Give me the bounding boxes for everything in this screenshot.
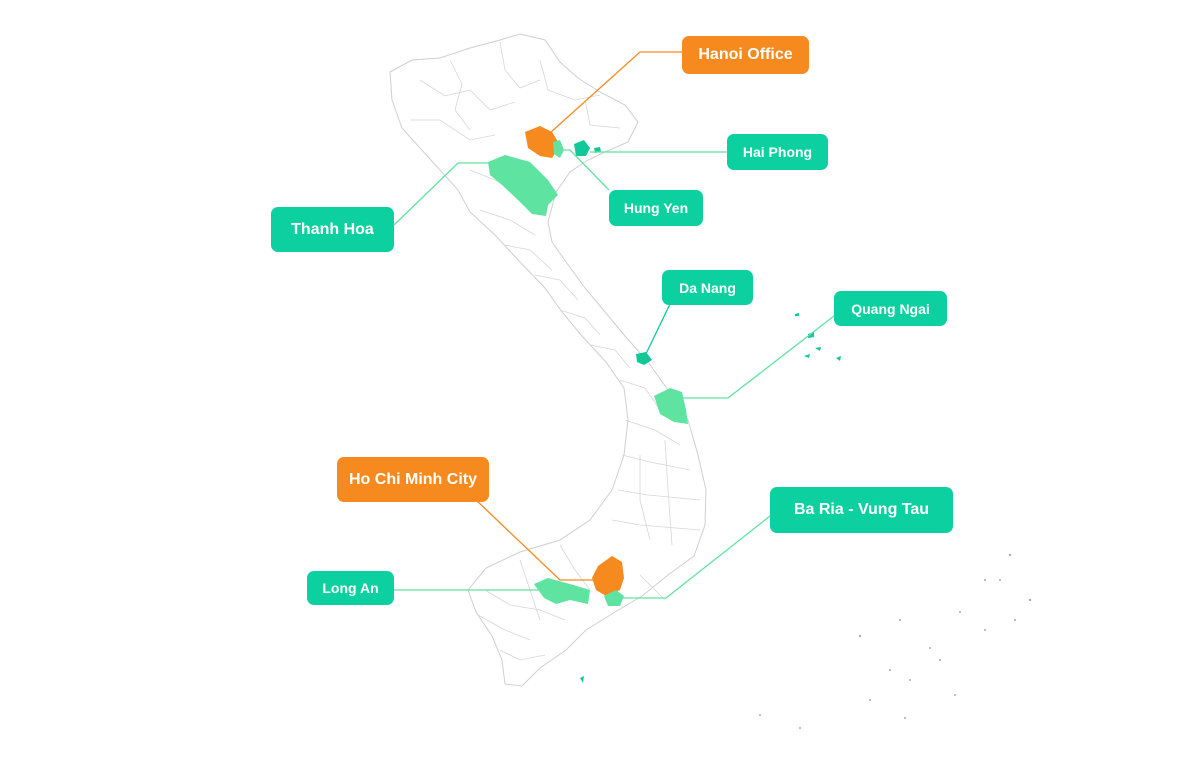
connector-ba-ria-vung-tau [612,515,771,599]
region-hanoi [525,126,560,158]
office-label-hanoi[interactable]: Hanoi Office [682,36,809,74]
region-label-hung-yen-text: Hung Yen [623,200,689,216]
region-phu-quoc [580,676,584,683]
connector-hcmc [475,499,598,581]
connector-hanoi [539,51,682,143]
region-label-da-nang-text: Da Nang [679,279,736,296]
region-label-long-an[interactable]: Long An [307,571,394,605]
region-label-long-an-text: Long An [322,580,379,596]
region-label-ba-ria-vung-tau-text: Ba Ria - Vung Tau [793,501,930,518]
region-da-nang [636,352,652,365]
region-long-an [534,578,590,604]
connector-thanh-hoa [393,162,500,226]
quang-ngai-islands [795,313,841,361]
region-hai-phong [574,140,590,156]
region-quang-ngai [654,388,688,424]
office-label-hcmc[interactable]: Ho Chi Minh City [337,457,489,502]
connector-da-nang [643,303,671,359]
region-hung-yen [553,140,564,158]
office-label-hcmc-text: Ho Chi Minh City [349,470,477,488]
region-label-da-nang[interactable]: Da Nang [662,270,753,305]
region-label-hung-yen[interactable]: Hung Yen [609,190,703,226]
connector-lines [393,51,835,599]
province-borders [410,41,701,661]
region-label-ba-ria-vung-tau[interactable]: Ba Ria - Vung Tau [770,487,953,533]
region-label-hai-phong-text: Hai Phong [742,144,813,160]
region-thanh-hoa [488,155,558,216]
region-ho-chi-minh-city [592,556,624,596]
offshore-islands [759,553,1032,729]
connector-quang-ngai [680,315,835,399]
connector-hung-yen [558,149,610,191]
office-label-hanoi-text: Hanoi Office [698,46,793,63]
region-label-thanh-hoa-text: Thanh Hoa [291,220,374,238]
region-label-thanh-hoa[interactable]: Thanh Hoa [271,207,394,252]
region-label-hai-phong[interactable]: Hai Phong [727,134,828,170]
region-label-quang-ngai[interactable]: Quang Ngai [834,291,947,326]
region-label-quang-ngai-text: Quang Ngai [851,300,930,317]
